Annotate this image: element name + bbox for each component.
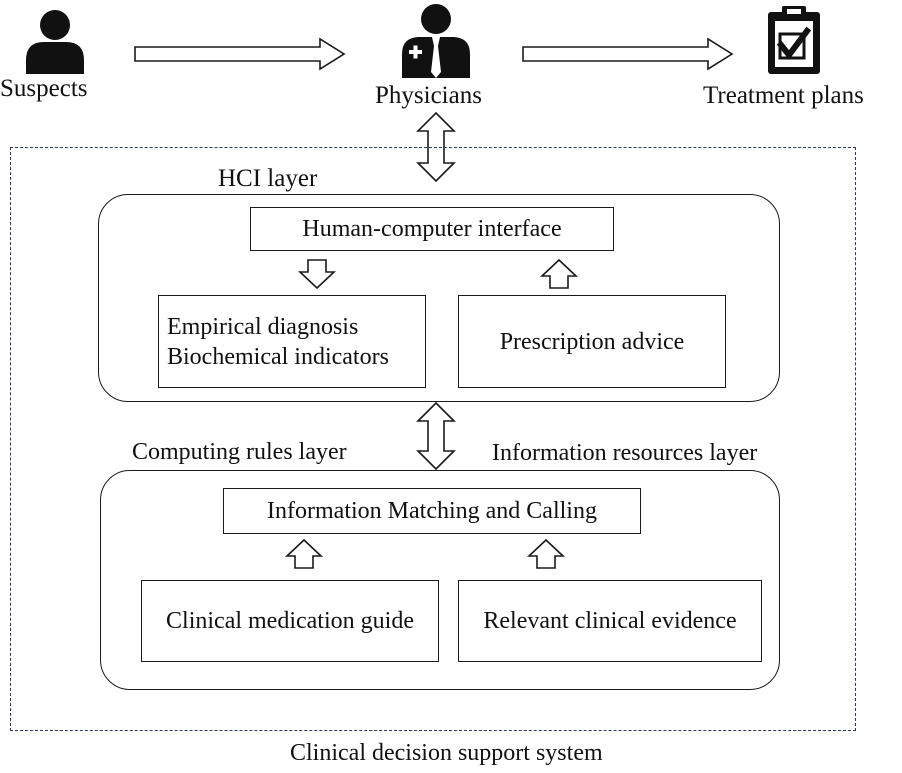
physicians-label: Physicians: [375, 82, 482, 109]
hci-layer-label: HCI layer: [218, 165, 318, 192]
diagnosis-line2: Biochemical indicators: [167, 343, 389, 370]
up-arrow-left: [284, 538, 324, 569]
up-arrow-right: [526, 538, 566, 569]
medication-guide-text: Clinical medication guide: [166, 608, 414, 634]
information-matching-box: Information Matching and Calling: [223, 488, 641, 534]
hci-panel: [98, 194, 780, 402]
prescription-text: Prescription advice: [499, 328, 685, 355]
system-label: Clinical decision support system: [290, 740, 603, 766]
clinical-evidence-box: Relevant clinical evidence: [458, 580, 762, 662]
clipboard-check-icon: [768, 6, 820, 74]
matching-text: Information Matching and Calling: [267, 498, 597, 524]
suspects-label: Suspects: [0, 75, 88, 102]
prescription-box: Prescription advice: [458, 295, 726, 388]
medication-guide-box: Clinical medication guide: [141, 580, 439, 662]
flow-arrow-right-2: [522, 37, 734, 71]
clinical-evidence-text: Relevant clinical evidence: [483, 608, 737, 634]
bidirectional-arrow-middle: [416, 401, 456, 471]
computing-rules-label: Computing rules layer: [132, 439, 347, 465]
person-icon: [26, 10, 84, 74]
up-arrow: [539, 258, 579, 289]
down-arrow: [297, 259, 337, 290]
flow-arrow-right: [134, 37, 346, 71]
human-computer-interface-box: Human-computer interface: [250, 207, 614, 251]
diagnosis-line1: Empirical diagnosis: [167, 313, 359, 340]
information-resources-label: Information resources layer: [492, 440, 758, 466]
physician-icon: [402, 4, 470, 78]
lower-panel: [100, 470, 780, 690]
diagnosis-box: Empirical diagnosis Biochemical indicato…: [158, 295, 426, 388]
treatment-plans-label: Treatment plans: [703, 82, 864, 109]
system-container: [10, 147, 856, 731]
interface-text: Human-computer interface: [302, 216, 562, 242]
